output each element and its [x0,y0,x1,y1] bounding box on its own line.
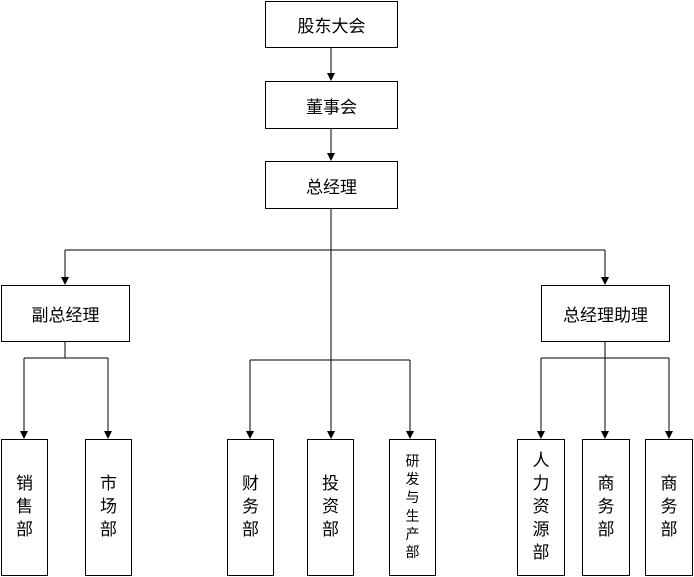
node-shareholders-label: 股东大会 [297,17,366,37]
node-deputy-gm-label: 副总经理 [31,306,100,326]
node-board: 董事会 [265,81,398,129]
node-business-1-label: 商务部 [597,474,615,540]
node-market: 市场部 [85,439,132,576]
node-investment: 投资部 [307,439,354,576]
node-gm-label: 总经理 [306,177,357,198]
node-business-2: 商务部 [645,439,693,576]
node-rnd-production: 研发与生产部 [389,439,436,576]
node-rnd-production-label: 研发与生产部 [405,453,420,561]
node-investment-label: 投资部 [321,474,339,540]
node-gm: 总经理 [265,161,398,209]
node-gm-assistant: 总经理助理 [541,285,670,342]
node-sales-label: 销售部 [15,474,33,540]
node-finance: 财务部 [227,439,274,576]
node-hr: 人力资源部 [517,439,565,576]
node-deputy-gm: 副总经理 [1,285,130,342]
node-shareholders: 股东大会 [265,1,398,48]
node-hr-label: 人力资源部 [532,451,550,563]
node-gm-assistant-label: 总经理助理 [563,306,648,326]
node-finance-label: 财务部 [241,474,259,540]
node-sales: 销售部 [1,439,48,576]
node-market-label: 市场部 [99,474,117,540]
node-business-2-label: 商务部 [660,474,678,540]
node-business-1: 商务部 [582,439,630,576]
node-board-label: 董事会 [306,97,357,118]
